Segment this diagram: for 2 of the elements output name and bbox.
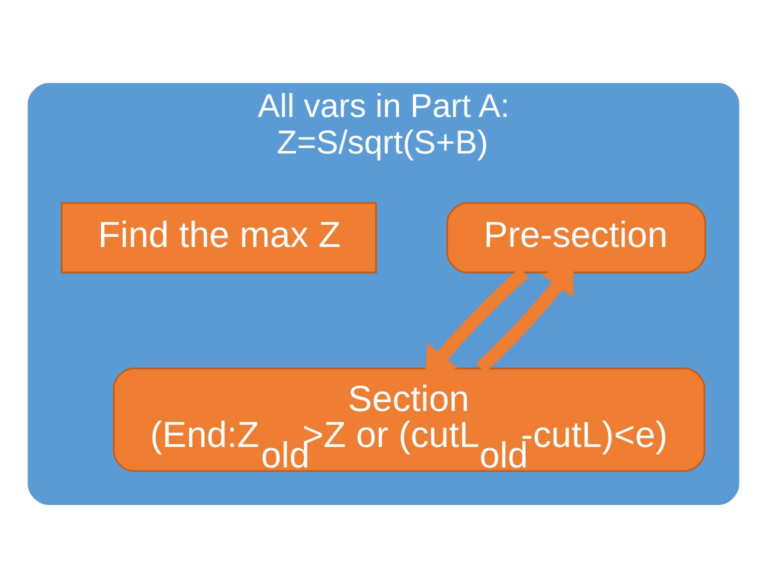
node-box: Pre-section <box>446 202 706 273</box>
node-box: Find the max Z <box>60 202 377 273</box>
